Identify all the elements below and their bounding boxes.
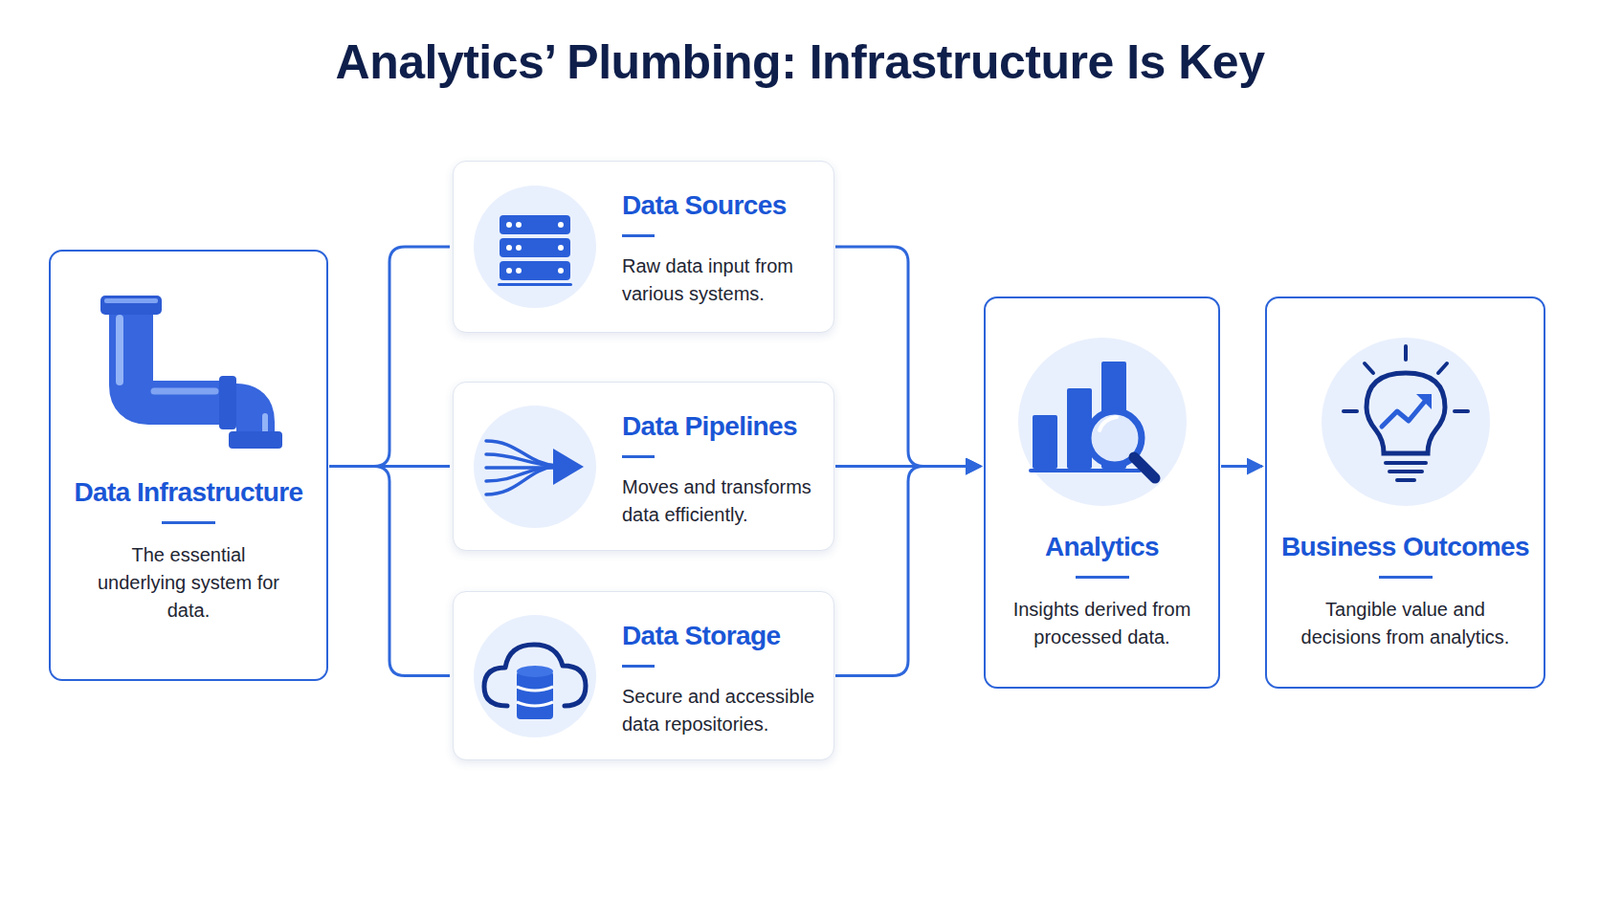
bulb-icon [1314, 331, 1497, 517]
flow-connector [835, 246, 981, 467]
card-content: Data InfrastructureThe essential underly… [50, 251, 327, 648]
flow-icon [472, 404, 598, 534]
box-heading: Data Infrastructure [73, 477, 303, 509]
heading-underline [622, 665, 655, 668]
chart-icon-graphic [1011, 331, 1194, 513]
component-card: Data SourcesRaw data input from various … [452, 160, 835, 334]
server-icon [472, 184, 598, 313]
pipe-icon [92, 289, 285, 459]
card-content: Business OutcomesTangible value and deci… [1266, 298, 1544, 675]
box-heading: Analytics [1044, 532, 1159, 563]
heading-underline [1075, 576, 1130, 579]
heading-underline [622, 455, 655, 459]
cloud-icon [472, 614, 598, 743]
box-heading: Data Pipelines [622, 411, 798, 443]
flow-icon-graphic [472, 404, 598, 530]
chart-icon [1011, 331, 1194, 517]
server-icon-graphic [472, 184, 598, 310]
heading-underline [1378, 576, 1433, 579]
card-content: Data SourcesRaw data input from various … [453, 161, 834, 330]
stage-box: Data InfrastructureThe essential underly… [48, 249, 329, 682]
heading-underline [161, 521, 216, 525]
card-content: Data PipelinesMoves and transforms data … [453, 382, 834, 551]
cloud-icon-graphic [472, 614, 598, 739]
box-heading: Data Sources [622, 190, 787, 222]
stage-box: Business OutcomesTangible value and deci… [1265, 296, 1546, 689]
box-description: Moves and transforms data efficiently. [622, 473, 817, 530]
diagram-title: Analytics’ Plumbing: Infrastructure Is K… [0, 34, 1600, 90]
card-content: Data StorageSecure and accessible data r… [453, 592, 834, 760]
flow-connector [835, 466, 981, 677]
pipe-icon-graphic [92, 289, 285, 455]
box-description: Secure and accessible data repositories. [622, 683, 817, 739]
stage-box: AnalyticsInsights derived from processed… [983, 296, 1221, 689]
box-heading: Data Storage [622, 621, 781, 652]
flow-connector [329, 466, 450, 677]
card-content: AnalyticsInsights derived from processed… [985, 298, 1219, 675]
heading-underline [622, 234, 655, 238]
bulb-icon-graphic [1314, 331, 1497, 513]
flow-connector [329, 246, 450, 467]
flow-connector [1221, 465, 1263, 468]
box-description: Raw data input from various systems. [622, 252, 817, 309]
box-heading: Business Outcomes [1281, 532, 1530, 563]
component-card: Data StorageSecure and accessible data r… [452, 591, 835, 761]
box-description: Tangible value and decisions from analyt… [1296, 596, 1515, 652]
box-description: The essential underlying system for data… [88, 541, 289, 625]
box-description: Insights derived from processed data. [1003, 596, 1200, 652]
component-card: Data PipelinesMoves and transforms data … [452, 381, 835, 552]
